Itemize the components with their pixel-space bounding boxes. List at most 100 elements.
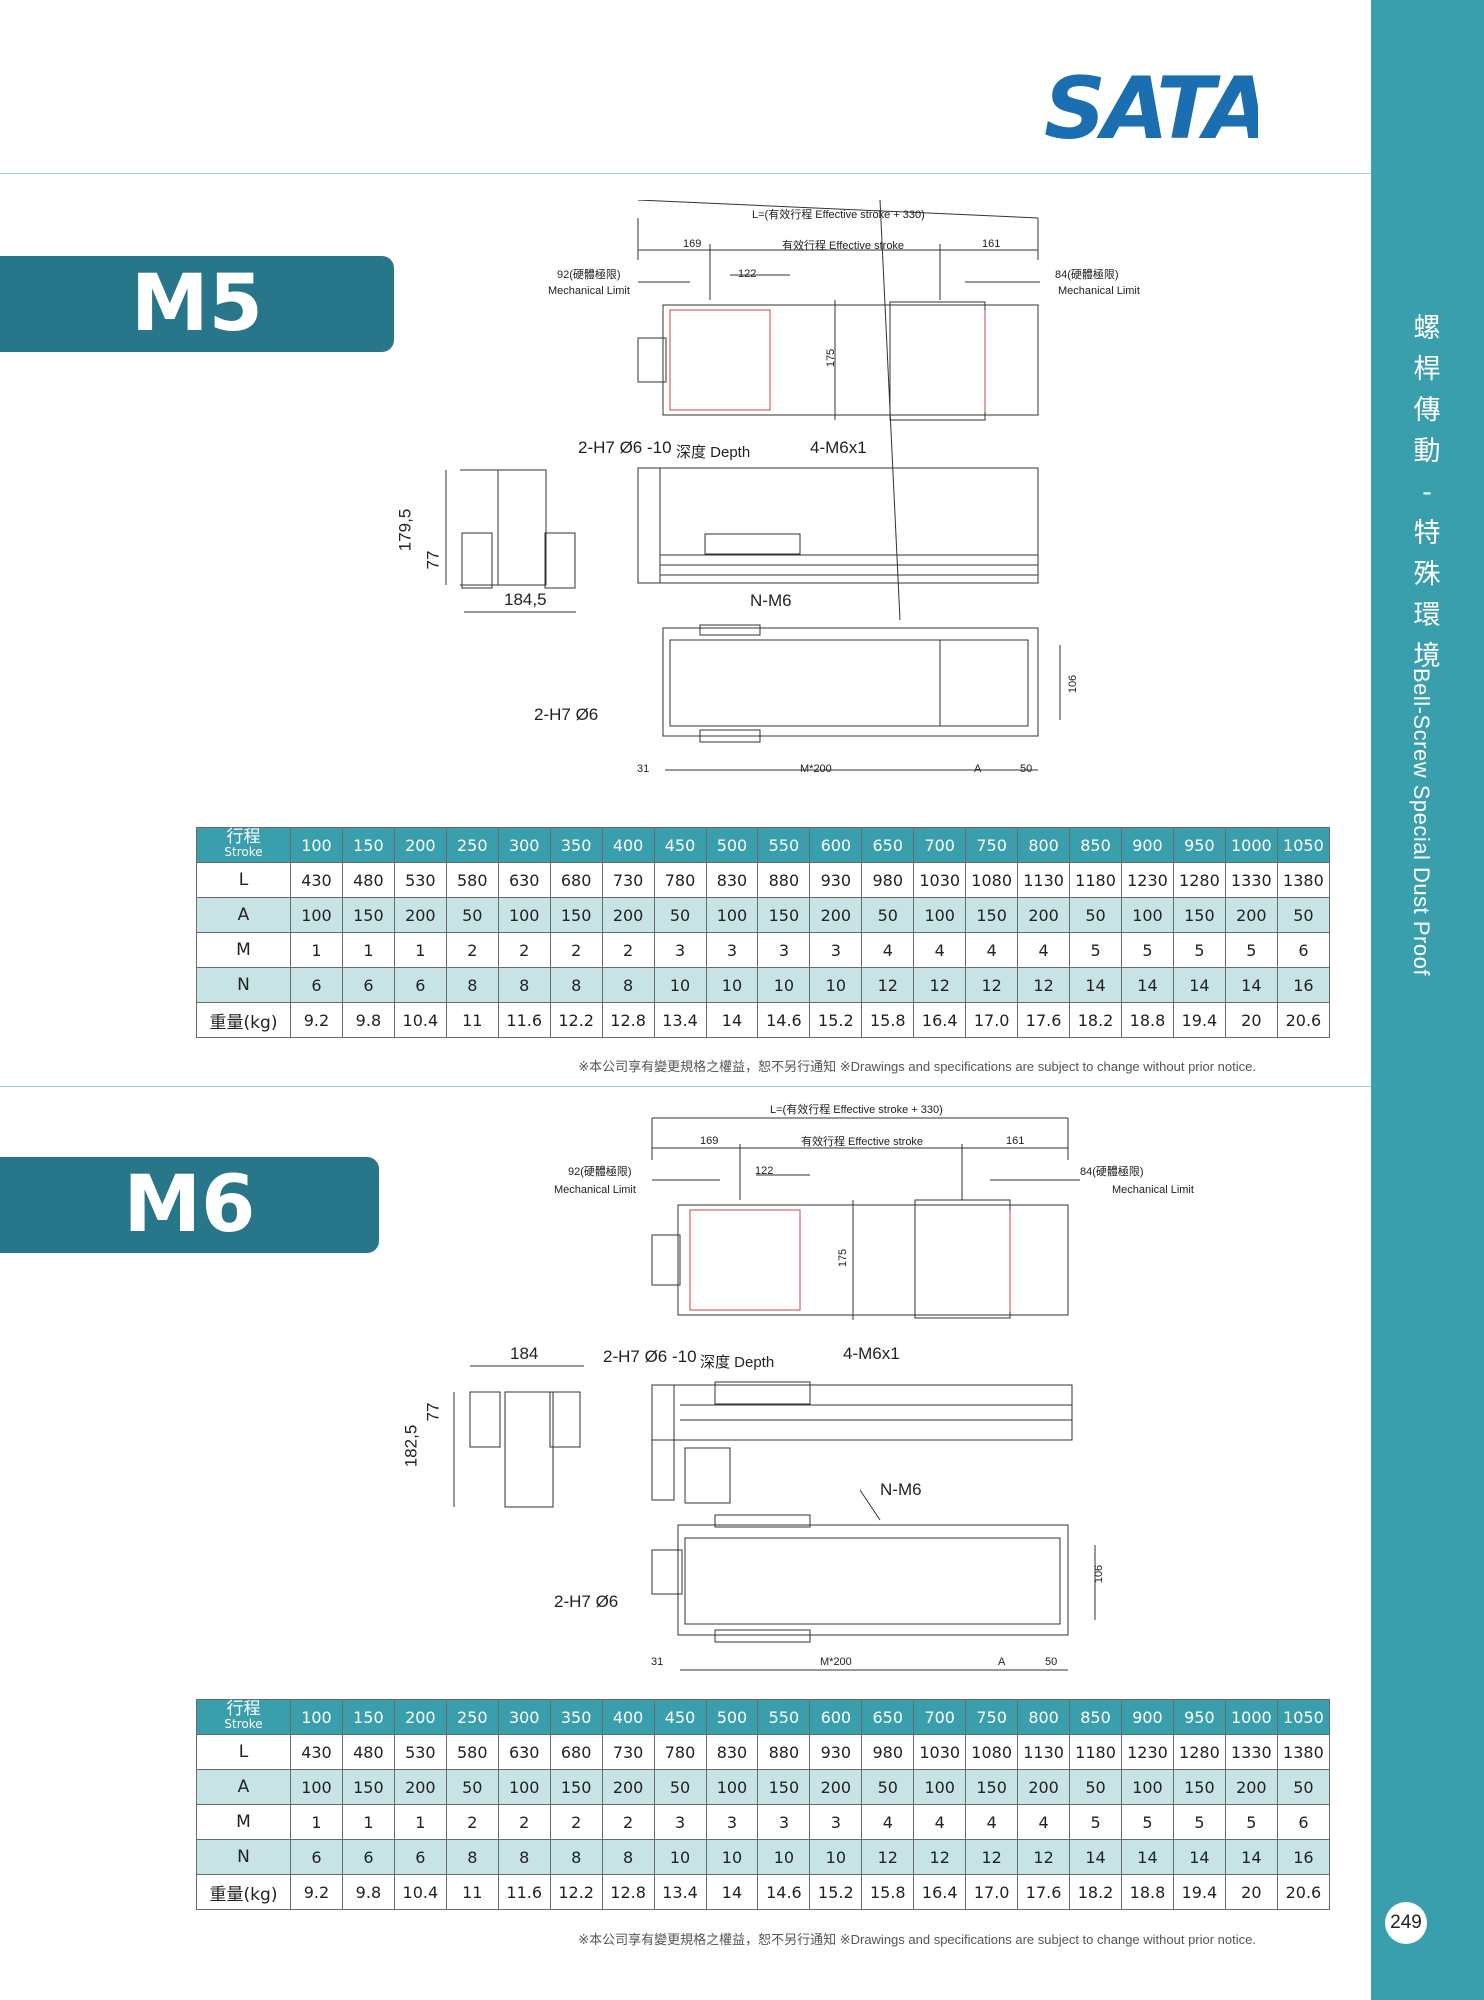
- table-cell: 18.8: [1121, 1874, 1174, 1910]
- sidebar-char: 殊: [1413, 559, 1441, 590]
- m5-dim-106: 106: [1067, 674, 1080, 694]
- m5-limit-right: 84(硬體極限): [1055, 269, 1119, 281]
- table-cell: 930: [809, 862, 863, 898]
- table-cell: 150: [549, 897, 603, 933]
- stroke-cell: 100: [290, 1699, 343, 1735]
- stroke-cell: 500: [705, 827, 759, 863]
- m6-h7: 2-H7 Ø6: [554, 1592, 619, 1611]
- m5-a: A: [974, 763, 982, 775]
- stroke-cell: 950: [1172, 827, 1226, 863]
- m5-dim-50: 50: [1020, 763, 1033, 775]
- table-cell: 1180: [1069, 862, 1122, 898]
- m6-dim-106: 106: [1093, 1564, 1106, 1584]
- table-cell: 50: [861, 897, 915, 933]
- m5-disclaimer: ※本公司享有變更規格之權益，恕不另行通知 ※Drawings and speci…: [578, 1059, 1256, 1074]
- table-cell: 150: [965, 1769, 1019, 1805]
- model-tab-m5: M5: [0, 256, 394, 352]
- table-cell: 100: [913, 1769, 967, 1805]
- stroke-cell: 800: [1017, 1699, 1071, 1735]
- table-cell: 1: [341, 932, 395, 968]
- m5-overall-length: L=(有效行程 Effective stroke + 330): [752, 209, 925, 221]
- table-cell: 11.6: [497, 1874, 551, 1910]
- m5-limit-left-en: Mechanical Limit: [548, 285, 630, 297]
- table-cell: 8: [549, 1839, 603, 1875]
- m6-overall-length: L=(有效行程 Effective stroke + 330): [770, 1104, 943, 1116]
- table-cell: 630: [497, 862, 551, 898]
- table-cell: 11: [445, 1874, 499, 1910]
- table-cell: 14.6: [757, 1002, 811, 1038]
- table-cell: 12.2: [549, 1874, 603, 1910]
- table-cell: 430: [290, 862, 343, 898]
- table-cell: 15.8: [861, 1874, 915, 1910]
- table-cell: 8: [445, 1839, 499, 1875]
- m6-limit-right: 84(硬體極限): [1080, 1166, 1144, 1178]
- sata-logo: SATA: [1044, 59, 1258, 144]
- table-cell: 100: [1121, 1769, 1174, 1805]
- m5-width: 184,5: [504, 590, 547, 609]
- table-cell: 8: [549, 967, 603, 1003]
- sidebar-char: 動: [1413, 436, 1441, 467]
- table-cell: 200: [1224, 1769, 1278, 1805]
- table-cell: 18.2: [1069, 1874, 1122, 1910]
- table-cell: 780: [653, 862, 707, 898]
- table-cell: 2: [445, 1804, 499, 1840]
- table-cell: 150: [549, 1769, 603, 1805]
- stroke-cell: 200: [393, 1699, 447, 1735]
- table-cell: 6: [341, 967, 395, 1003]
- m6-limit-left: 92(硬體極限): [568, 1166, 632, 1178]
- m5-dim-122: 122: [738, 268, 757, 280]
- table-cell: 100: [913, 897, 967, 933]
- table-cell: 980: [861, 1734, 915, 1770]
- sidebar-char: 螺: [1413, 313, 1441, 344]
- sidebar-char: 傳: [1413, 395, 1441, 426]
- table-cell: 680: [549, 1734, 603, 1770]
- stroke-cell: 750: [965, 1699, 1019, 1735]
- table-cell: 150: [1172, 1769, 1226, 1805]
- table-cell: 14: [1069, 1839, 1122, 1875]
- table-cell: 200: [809, 1769, 863, 1805]
- table-cell: 680: [549, 862, 603, 898]
- table-cell: 5: [1172, 1804, 1226, 1840]
- m6-nm6: N-M6: [880, 1480, 922, 1499]
- table-cell: 12: [861, 967, 915, 1003]
- table-cell: 200: [1017, 897, 1071, 933]
- m6-dim-31: 31: [651, 1656, 664, 1668]
- m6-effective-stroke: 有效行程 Effective stroke: [801, 1136, 924, 1148]
- stroke-cell: 350: [549, 1699, 603, 1735]
- stroke-cell: 900: [1121, 827, 1174, 863]
- table-cell: 8: [445, 967, 499, 1003]
- table-cell: 15.2: [809, 1874, 863, 1910]
- table-cell: 580: [445, 862, 499, 898]
- m5-drawing: [445, 200, 1061, 771]
- section-divider: [0, 1086, 1371, 1087]
- stroke-cell: 550: [757, 1699, 811, 1735]
- stroke-cell: 350: [549, 827, 603, 863]
- m6-dim-169: 169: [700, 1135, 719, 1147]
- table-cell: 2: [549, 1804, 603, 1840]
- table-cell: 6: [341, 1839, 395, 1875]
- sidebar-char: 境: [1413, 641, 1441, 672]
- table-cell: 100: [705, 1769, 759, 1805]
- sidebar-band: [1371, 0, 1484, 2000]
- m5-dim-161: 161: [982, 238, 1001, 250]
- m6-dim-122: 122: [755, 1165, 774, 1177]
- stroke-cell: 150: [341, 827, 395, 863]
- table-cell: 200: [1224, 897, 1278, 933]
- model-tab-m6: M6: [0, 1157, 379, 1253]
- table-cell: 730: [601, 862, 655, 898]
- m6-dim-175: 175: [837, 1248, 850, 1268]
- table-cell: 12: [965, 967, 1019, 1003]
- m6-dim-161: 161: [1006, 1135, 1025, 1147]
- table-cell: 50: [1069, 897, 1122, 933]
- table-cell: 4: [965, 1804, 1019, 1840]
- table-cell: 17.6: [1017, 1874, 1071, 1910]
- table-cell: 1: [290, 932, 343, 968]
- table-cell: 8: [497, 1839, 551, 1875]
- m6-width: 184: [510, 1344, 539, 1363]
- table-cell: 1330: [1224, 1734, 1278, 1770]
